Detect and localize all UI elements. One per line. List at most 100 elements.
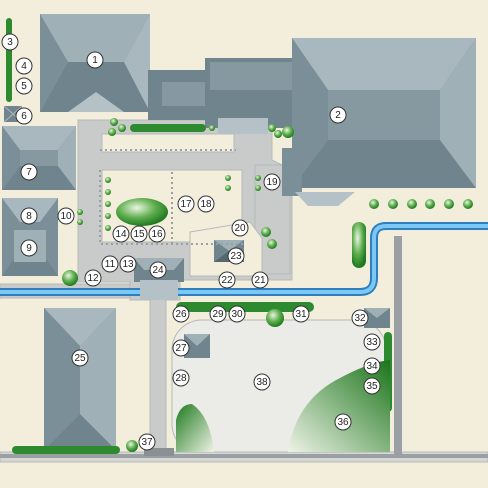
map-label-marker [363, 377, 381, 395]
map-label-11: 11 [101, 255, 119, 273]
map-label-number: 9 [26, 243, 32, 254]
map-label-number: 12 [87, 273, 99, 284]
map-label-number: 10 [60, 211, 72, 222]
walls [0, 236, 488, 458]
map-label-4: 4 [15, 57, 33, 75]
map-label-marker [292, 305, 310, 323]
map-label-6: 6 [15, 107, 33, 125]
map-label-marker [263, 173, 281, 191]
map-label-35: 35 [363, 377, 381, 395]
map-label-number: 17 [180, 199, 192, 210]
map-label-26: 26 [172, 305, 190, 323]
map-label-marker [351, 309, 369, 327]
map-label-marker [130, 225, 148, 243]
river-canal-highlight [0, 224, 488, 294]
building-2 [282, 38, 476, 206]
garden-bed-north [101, 133, 235, 153]
map-label-22: 22 [218, 271, 236, 289]
map-label-31: 31 [292, 305, 310, 323]
map-label-number: 35 [366, 381, 378, 392]
hedge-canal-east [352, 222, 366, 268]
map-label-marker [20, 163, 38, 181]
map-label-marker [20, 239, 38, 257]
map-label-marker [177, 195, 195, 213]
map-label-28: 28 [172, 369, 190, 387]
map-label-number: 16 [151, 229, 163, 240]
building-8-9 [2, 198, 58, 276]
map-label-marker [138, 433, 156, 451]
entrance-path [149, 295, 167, 457]
map-label-25: 25 [71, 349, 89, 367]
map-label-17: 17 [177, 195, 195, 213]
map-label-number: 4 [21, 61, 27, 72]
map-label-19: 19 [263, 173, 281, 191]
map-label-marker [148, 225, 166, 243]
map-label-number: 11 [105, 259, 116, 270]
map-label-7: 7 [20, 163, 38, 181]
map-label-number: 21 [254, 275, 266, 286]
tree-31 [266, 309, 284, 327]
map-label-number: 13 [122, 259, 134, 270]
tree-37 [126, 440, 138, 452]
map-label-34: 34 [363, 357, 381, 375]
map-label-marker [15, 77, 33, 95]
map-label-marker [172, 339, 190, 357]
map-label-number: 22 [221, 275, 233, 286]
map-label-marker [172, 305, 190, 323]
map-label-37: 37 [138, 433, 156, 451]
connector-wing [148, 58, 297, 134]
map-label-marker [363, 357, 381, 375]
map-label-marker [15, 57, 33, 75]
map-label-marker [112, 225, 130, 243]
map-label-number: 34 [366, 361, 378, 372]
map-label-number: 27 [175, 343, 187, 354]
map-label-marker [218, 271, 236, 289]
map-label-15: 15 [130, 225, 148, 243]
map-label-number: 36 [337, 417, 349, 428]
map-label-number: 2 [335, 110, 341, 121]
gate-37 [144, 448, 174, 456]
map-label-marker [15, 107, 33, 125]
map-label-12: 12 [84, 269, 102, 287]
map-label-18: 18 [197, 195, 215, 213]
map-label-marker [197, 195, 215, 213]
building-7 [2, 126, 76, 190]
tree-near-20b [267, 239, 277, 249]
map-label-marker [101, 255, 119, 273]
map-label-20: 20 [231, 219, 249, 237]
map-label-33: 33 [363, 333, 381, 351]
small-building-32 [364, 308, 390, 328]
map-label-marker [251, 271, 269, 289]
map-label-number: 30 [231, 309, 243, 320]
map-label-38: 38 [253, 373, 271, 391]
map-label-number: 7 [26, 167, 32, 178]
map-label-marker [86, 51, 104, 69]
map-label-number: 8 [26, 211, 32, 222]
map-label-number: 15 [133, 229, 145, 240]
map-label-10: 10 [57, 207, 75, 225]
map-label-marker [228, 305, 246, 323]
map-label-13: 13 [119, 255, 137, 273]
map-label-marker [57, 207, 75, 225]
map-label-9: 9 [20, 239, 38, 257]
map-label-number: 6 [21, 111, 27, 122]
map-label-5: 5 [15, 77, 33, 95]
map-label-marker [329, 106, 347, 124]
map-label-number: 20 [234, 223, 246, 234]
map-label-marker [363, 333, 381, 351]
map-label-marker [149, 261, 167, 279]
map-label-number: 37 [141, 437, 153, 448]
map-label-number: 19 [266, 177, 278, 188]
map-label-marker [172, 369, 190, 387]
map-label-29: 29 [209, 305, 227, 323]
tree-near-20a [261, 227, 271, 237]
lawn-southwest [176, 404, 214, 452]
hedge-south [12, 446, 120, 454]
map-label-21: 21 [251, 271, 269, 289]
map-label-number: 5 [21, 81, 27, 92]
map-label-27: 27 [172, 339, 190, 357]
map-label-number: 24 [152, 265, 164, 276]
map-label-number: 29 [212, 309, 224, 320]
map-label-number: 32 [354, 313, 366, 324]
